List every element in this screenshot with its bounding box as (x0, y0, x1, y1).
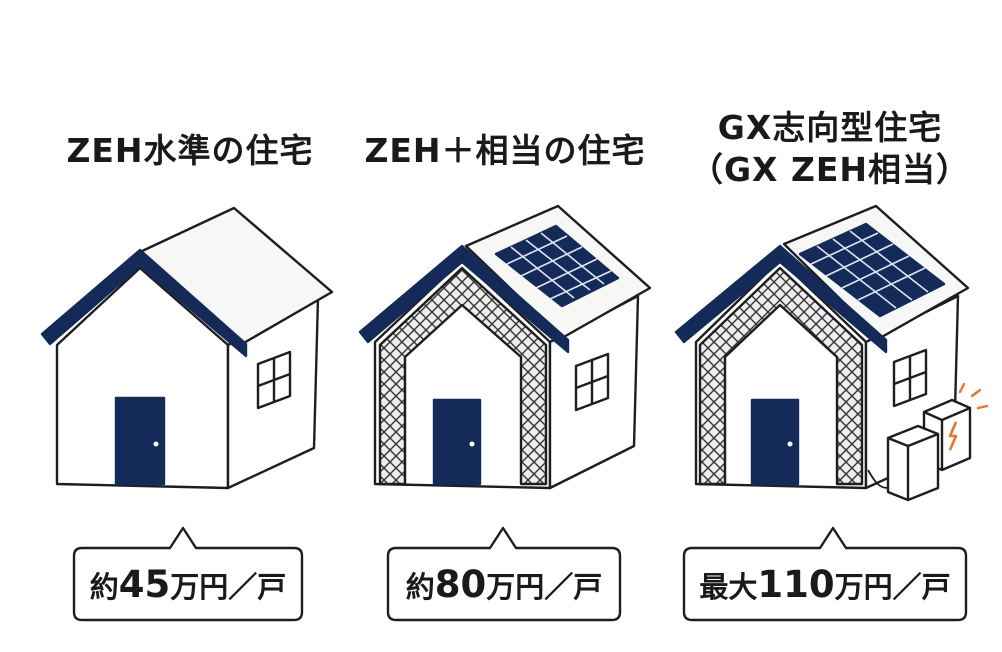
price-zeh-plus-number: 80 (434, 563, 487, 606)
price-zeh-prefix: 約 (89, 570, 119, 604)
house-3-gable-trim (674, 244, 888, 354)
price-gx-suffix: 万円／戸 (834, 570, 951, 604)
callout-bubbles (72, 526, 968, 622)
title-gx: GX志向型住宅 （GX ZEH相当） (680, 107, 980, 191)
lightning-icon (948, 421, 958, 451)
house-1-icon (40, 206, 334, 490)
price-gx: 最大110万円／戸 (684, 552, 966, 618)
title-gx-line-2: （GX ZEH相当） (689, 150, 971, 189)
insulation-icon (698, 266, 864, 486)
title-gx-line-1: GX志向型住宅 (717, 108, 943, 147)
house-3-icon (674, 204, 989, 502)
price-gx-number: 110 (757, 563, 835, 606)
window-icon (574, 352, 610, 412)
price-zeh-plus: 約80万円／戸 (388, 552, 620, 618)
battery-icon (886, 424, 940, 502)
price-zeh-number: 45 (118, 563, 171, 606)
price-gx-prefix: 最大 (699, 570, 758, 604)
door-icon (114, 396, 166, 486)
price-zeh-plus-prefix: 約 (405, 570, 435, 604)
window-icon (892, 348, 928, 408)
solar-panel-icon (494, 224, 620, 308)
title-zeh-plus-line: ZEH＋相当の住宅 (364, 131, 646, 170)
house-2-icon (358, 204, 652, 490)
title-zeh: ZEH水準の住宅 (40, 130, 340, 172)
bubble-2-outline (386, 526, 622, 622)
price-zeh-suffix: 万円／戸 (170, 570, 287, 604)
price-zeh-plus-suffix: 万円／戸 (486, 570, 603, 604)
solar-panel-icon (798, 222, 946, 318)
spark-lines (958, 382, 989, 410)
window-icon (256, 350, 292, 410)
title-zeh-line: ZEH水準の住宅 (66, 131, 314, 170)
price-zeh: 約45万円／戸 (74, 552, 302, 618)
bubble-3-outline (682, 526, 968, 622)
bubble-1-outline (72, 526, 304, 622)
insulation-icon (378, 266, 548, 486)
house-1-gable-trim (40, 248, 248, 358)
house-2-gable-trim (358, 244, 570, 354)
title-zeh-plus: ZEH＋相当の住宅 (350, 130, 660, 172)
